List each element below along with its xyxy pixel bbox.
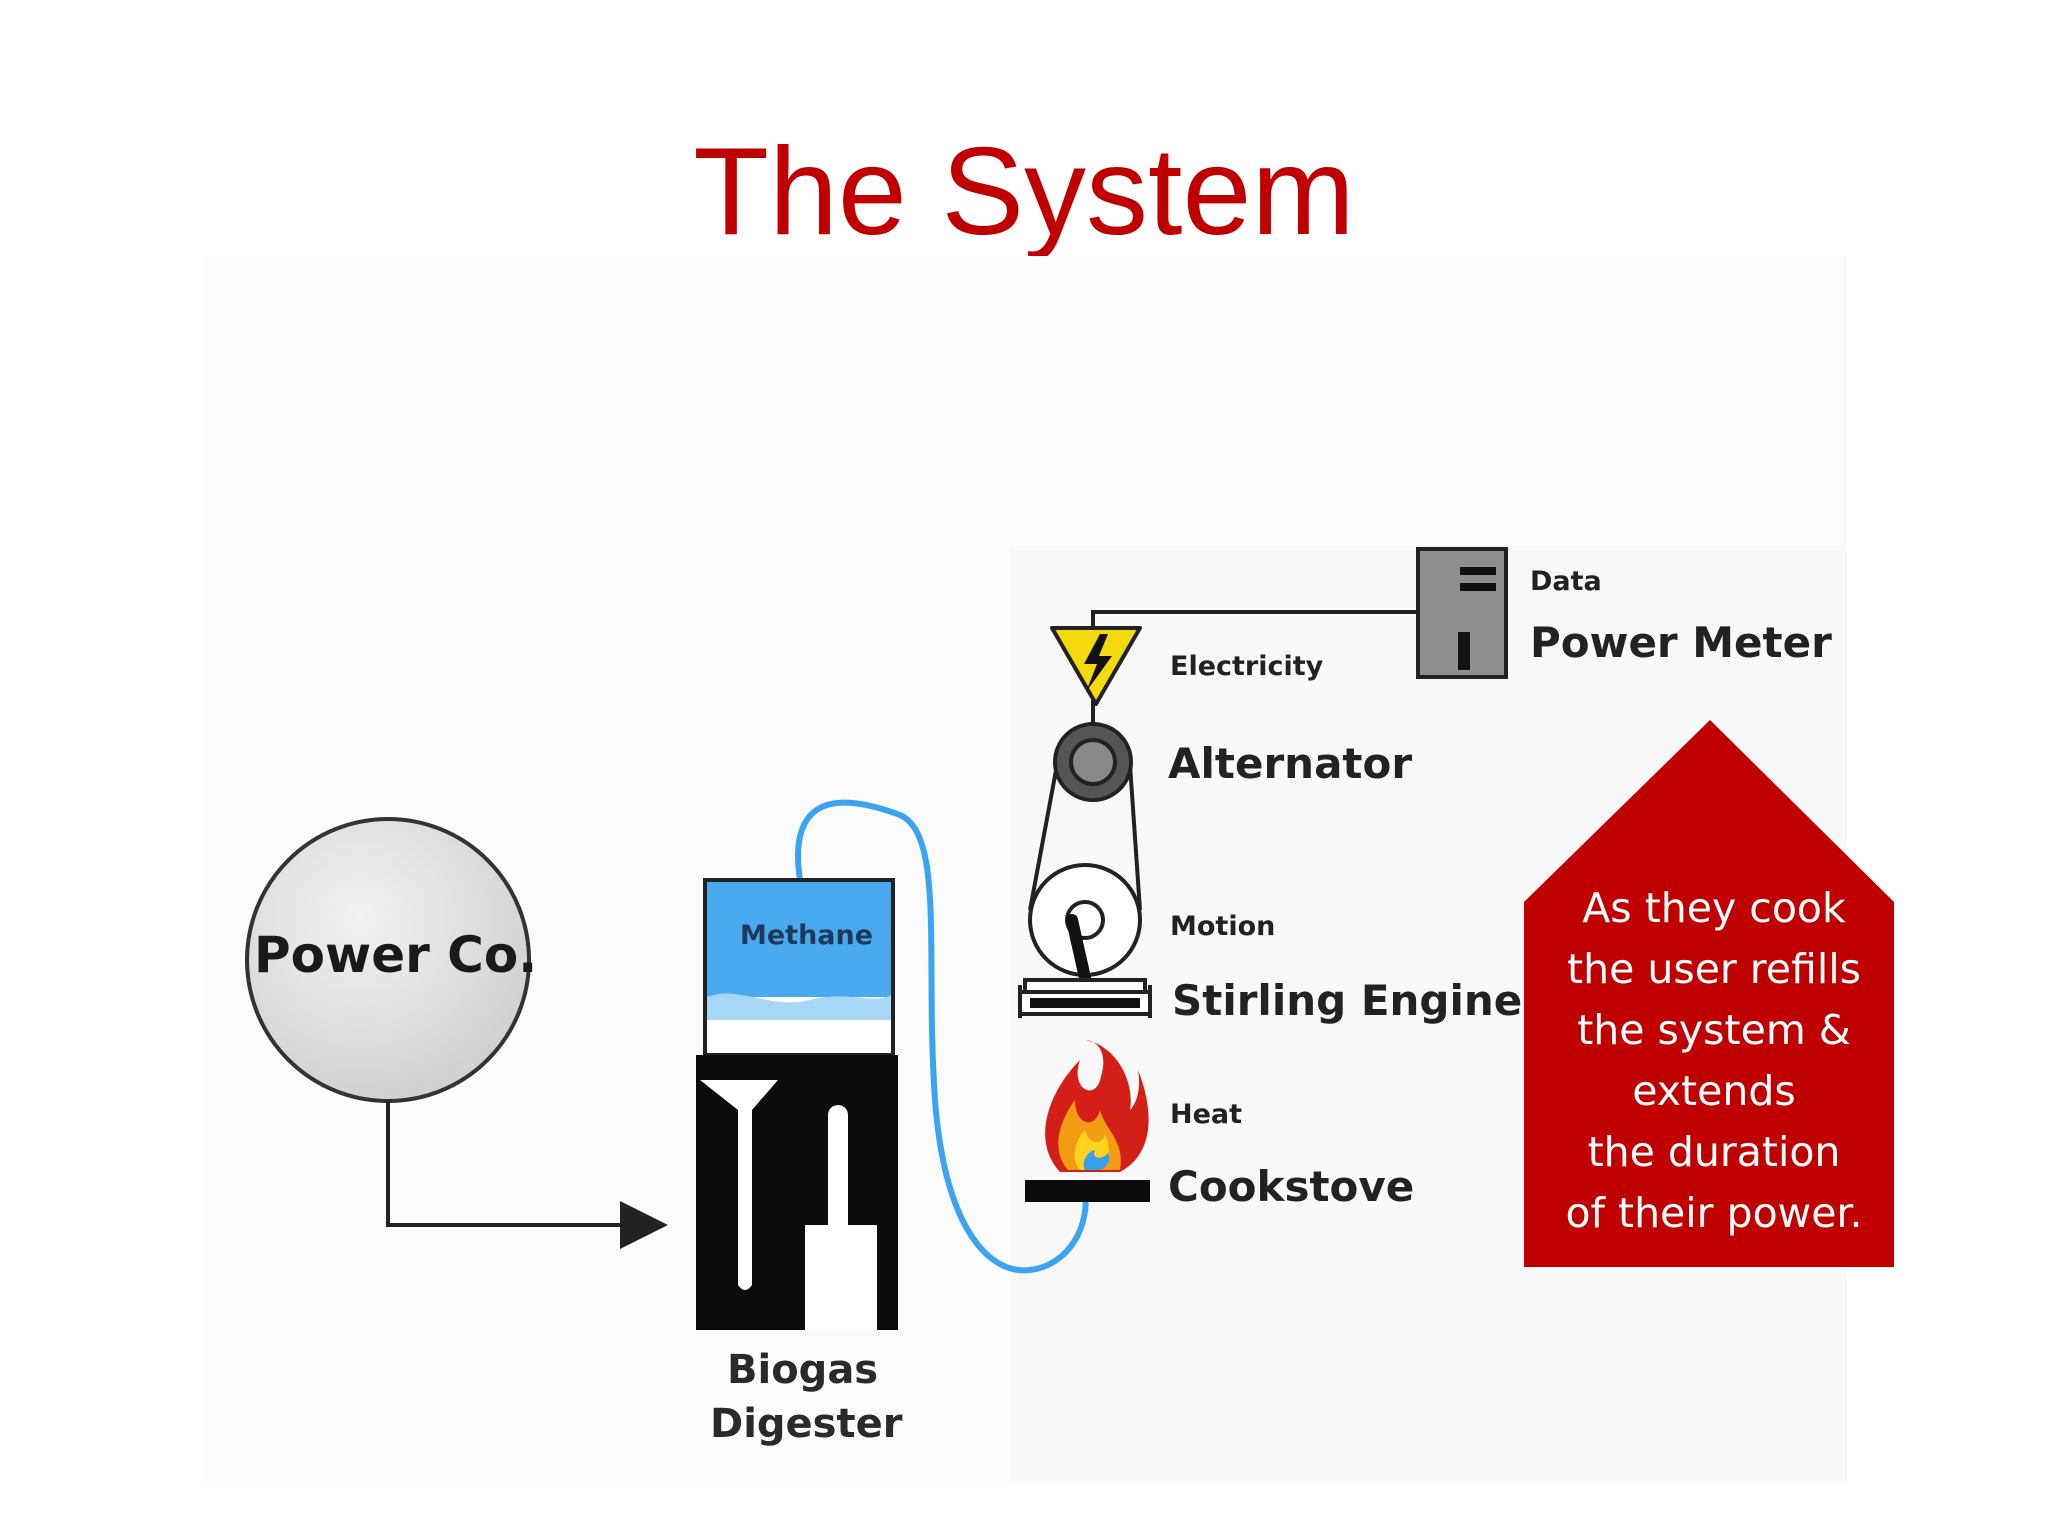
callout-shape [1524,720,1894,1267]
stirling-engine-label: Stirling Engine [1172,976,1523,1025]
power-co-label: Power Co. [254,926,538,984]
methane-pipe [795,799,1089,1274]
stirling-engine [1018,863,1152,1018]
pulley-icon [1053,722,1133,802]
power-co-connector [386,1101,668,1249]
data-label: Data [1530,566,1602,597]
electricity-label: Electricity [1170,651,1324,682]
motion-label: Motion [1170,911,1276,942]
heat-label: Heat [1170,1099,1243,1130]
meter-icon [1416,547,1508,679]
slide-title: The System [693,123,1355,261]
callout-text: As they cook the user refills the system… [1565,884,1863,1237]
methane-tank [703,878,895,1057]
cookstove-label: Cookstove [1168,1162,1415,1211]
lightning-icon [1050,626,1142,706]
alternator-label: Alternator [1168,739,1413,788]
data-line [1091,610,1418,628]
biogas-digester [696,1055,898,1330]
drive-belt [1028,764,1142,911]
methane-label: Methane [740,920,874,951]
biogas-digester-label-line1: Biogas [727,1347,879,1393]
power-meter-label: Power Meter [1530,618,1832,667]
flame-icon [1045,1040,1149,1172]
cookstove-base [1025,1180,1150,1202]
biogas-digester-label-line2: Digester [710,1401,903,1447]
